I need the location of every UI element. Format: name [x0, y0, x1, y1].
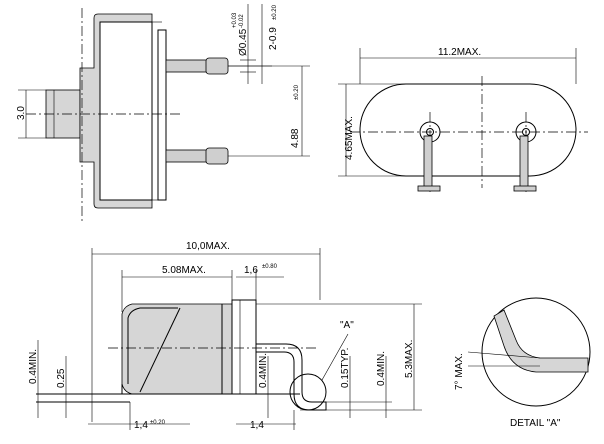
dim-04min-left: 0.4MIN.	[28, 349, 39, 384]
svg-text:±0.20: ±0.20	[272, 4, 278, 20]
detail-circle	[481, 297, 591, 407]
dim-length: 11.2MAX.	[438, 47, 481, 58]
crystal-body	[79, 13, 153, 209]
dim-1-6: 1,6	[244, 265, 258, 276]
detail-title: DETAIL "A"	[510, 418, 561, 429]
svg-text:±0.20: ±0.20	[150, 420, 166, 426]
dim-total: 10,0MAX.	[186, 241, 230, 252]
front-body	[121, 303, 233, 395]
top-view: 11.2MAX. 4.65MAX.	[338, 47, 588, 192]
dim-025: 0.25	[56, 368, 67, 388]
dim-015typ: 0.15TYP.	[340, 348, 351, 388]
dim-04min-right: 0.4MIN.	[376, 351, 387, 386]
svg-text:+0.03: +0.03	[232, 12, 238, 28]
dim-width: 4.65MAX.	[344, 116, 355, 160]
dim-5-3: 5.3MAX.	[404, 340, 415, 378]
side-view: 3.0 Ø0.45 +0.03 -0.02 2-0.9 ±0.20 4.88 ±…	[16, 4, 310, 222]
svg-text:±0.20: ±0.20	[294, 84, 300, 100]
detail-ref: "A"	[340, 320, 354, 331]
dim-3-0: 3.0	[16, 106, 27, 120]
dim-1-4a: 1,4	[134, 420, 148, 431]
crystal-outline	[359, 83, 577, 177]
dim-pitch: 4.88	[290, 128, 301, 148]
dim-04min-mid: 0.4MIN.	[258, 353, 269, 388]
dim-lead-dia: Ø0.45	[238, 28, 249, 56]
svg-text:±0.80: ±0.80	[262, 264, 278, 270]
angle-label: 7° MAX.	[454, 353, 465, 390]
detail-a-circle	[289, 373, 327, 411]
dim-body: 5.08MAX.	[162, 265, 206, 276]
detail-lead	[493, 309, 589, 373]
svg-text:-0.02: -0.02	[239, 14, 245, 28]
dim-lead-len: 2-0.9	[268, 27, 279, 50]
dim-1-4b: 1,4	[250, 420, 264, 431]
front-view: "A" 10,0MAX. 5.08MAX. 1,6 ±0.80 5.3MAX. …	[28, 241, 422, 431]
detail-a-view: 7° MAX. DETAIL "A"	[454, 297, 591, 429]
